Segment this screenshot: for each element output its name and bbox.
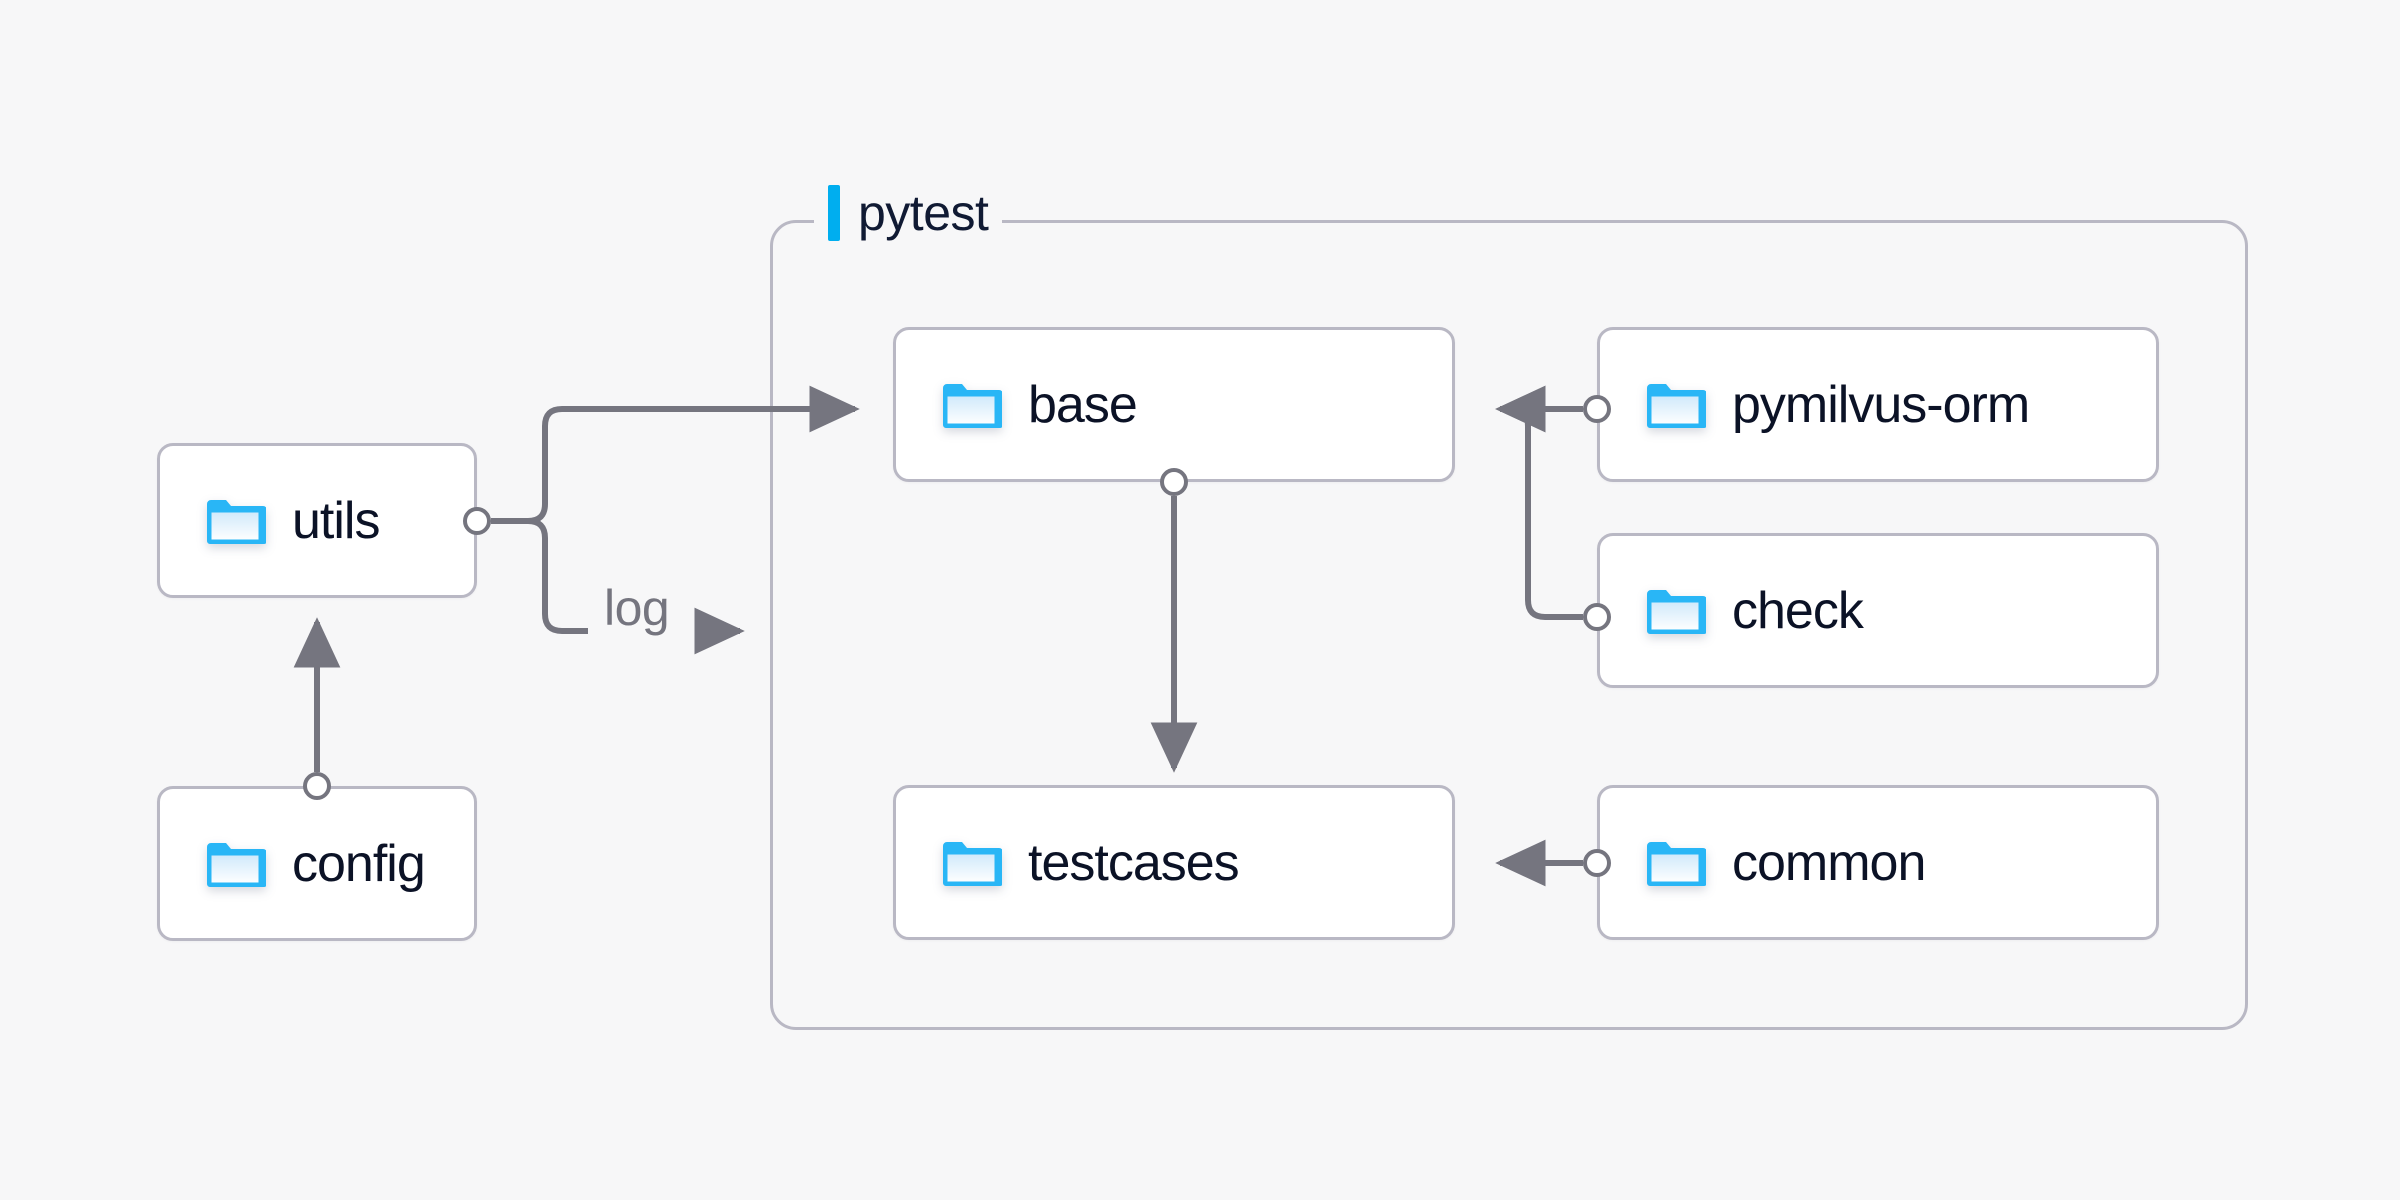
port-pymilvus-orm-left[interactable]: [1583, 395, 1611, 424]
node-pymilvus-orm[interactable]: pymilvus-orm: [1597, 327, 2159, 482]
node-content-base: base: [896, 375, 1138, 434]
folder-icon: [204, 495, 267, 547]
node-content-check: check: [1600, 581, 1864, 640]
node-content-testcases: testcases: [896, 833, 1240, 892]
folder-icon-glyph: [207, 499, 267, 544]
port-common-left[interactable]: [1583, 848, 1611, 877]
folder-icon-glyph: [1647, 841, 1707, 886]
node-config[interactable]: config: [157, 786, 477, 941]
pytest-group-container[interactable]: [770, 220, 2248, 1030]
folder-icon-glyph: [1647, 383, 1707, 428]
node-content-config: config: [160, 834, 426, 893]
node-base[interactable]: base: [893, 327, 1455, 482]
node-content-common: common: [1600, 833, 1926, 892]
node-utils[interactable]: utils: [157, 443, 477, 598]
node-check[interactable]: check: [1597, 533, 2159, 688]
folder-icon: [940, 837, 1003, 889]
folder-icon-glyph: [943, 383, 1003, 428]
pytest-group-label: pytest: [814, 184, 1003, 242]
node-content-utils: utils: [160, 491, 380, 550]
port-utils-right[interactable]: [463, 506, 491, 535]
port-config-top[interactable]: [303, 772, 331, 800]
node-label-check: check: [1732, 581, 1864, 640]
node-label-pymilvus-orm: pymilvus-orm: [1732, 375, 2030, 434]
group-accent-bar: [828, 185, 840, 241]
folder-icon-glyph: [943, 841, 1003, 886]
node-testcases[interactable]: testcases: [893, 785, 1455, 940]
node-label-config: config: [292, 834, 426, 893]
port-check-left[interactable]: [1583, 603, 1611, 632]
folder-icon: [1644, 379, 1707, 431]
folder-icon: [1644, 837, 1707, 889]
node-label-utils: utils: [292, 491, 380, 550]
group-label-text: pytest: [858, 185, 989, 241]
node-label-common: common: [1732, 833, 1926, 892]
node-content-pymilvus-orm: pymilvus-orm: [1600, 375, 2030, 434]
folder-icon: [204, 838, 267, 890]
edge-utils-to-log: [491, 518, 588, 634]
node-label-base: base: [1028, 375, 1138, 434]
node-common[interactable]: common: [1597, 785, 2159, 940]
folder-icon: [1644, 585, 1707, 637]
node-label-testcases: testcases: [1028, 833, 1240, 892]
edge-label-log: log: [604, 580, 670, 636]
folder-icon-glyph: [207, 842, 267, 887]
folder-icon-glyph: [1647, 589, 1707, 634]
port-base-bottom[interactable]: [1160, 468, 1188, 496]
folder-icon: [940, 379, 1003, 431]
